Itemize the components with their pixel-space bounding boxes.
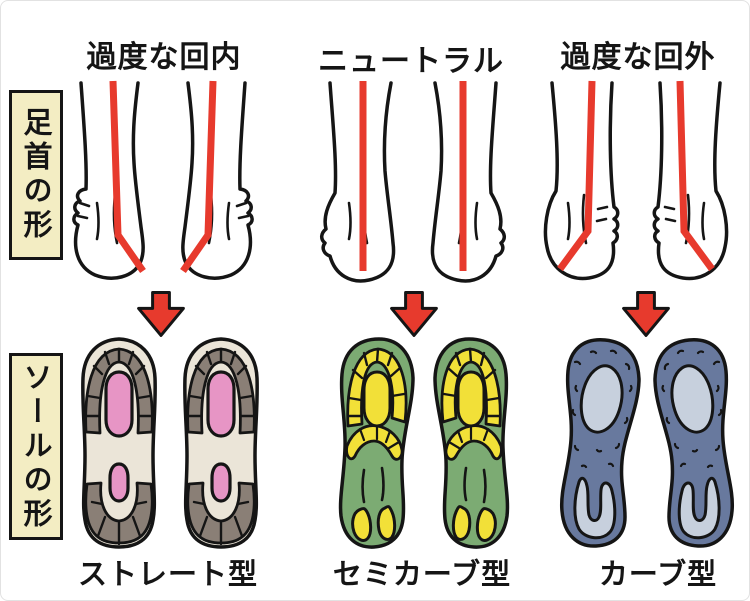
right-heel-shape: [180, 80, 254, 280]
sole-caption-curve: カーブ型: [598, 557, 718, 591]
sole-caption-semicurve: セミカーブ型: [332, 557, 512, 591]
column-title-overpronation: 過度な回内: [86, 40, 242, 75]
right-heel-shape: [652, 80, 729, 281]
right-sole-shape: [433, 337, 510, 549]
sole-figure-curve: [559, 338, 735, 548]
down-arrow-icon: [622, 291, 670, 337]
sole-figure-straight: [81, 337, 259, 549]
column-title-neutral: ニュートラル: [318, 44, 504, 79]
left-sole-shape: [338, 337, 415, 549]
column-title-oversupination: 過度な回外: [560, 40, 716, 75]
alignment-line: [180, 80, 217, 273]
left-heel-shape: [543, 80, 620, 281]
right-heel-shape: [430, 81, 506, 283]
right-sole-shape: [653, 338, 735, 548]
down-arrow-icon: [390, 291, 438, 337]
left-sole-shape: [81, 337, 157, 549]
down-arrow-icon: [137, 291, 185, 337]
ankle-figure-neutral: [320, 81, 506, 283]
alignment-line: [557, 80, 596, 272]
ankle-figure-oversupination: [543, 80, 729, 281]
right-sole-shape: [183, 337, 259, 549]
alignment-line: [109, 80, 146, 273]
ankle-figure-overpronation: [72, 80, 254, 280]
sole-figure-semicurve: [338, 337, 510, 549]
sole-caption-straight: ストレート型: [77, 557, 259, 591]
left-heel-shape: [320, 81, 396, 283]
row-label-ankle-shape: 足首の形: [9, 90, 63, 260]
left-sole-shape: [559, 338, 641, 548]
row-label-sole-shape: ソールの形: [9, 353, 63, 540]
alignment-line: [676, 80, 715, 272]
left-heel-shape: [72, 80, 146, 280]
